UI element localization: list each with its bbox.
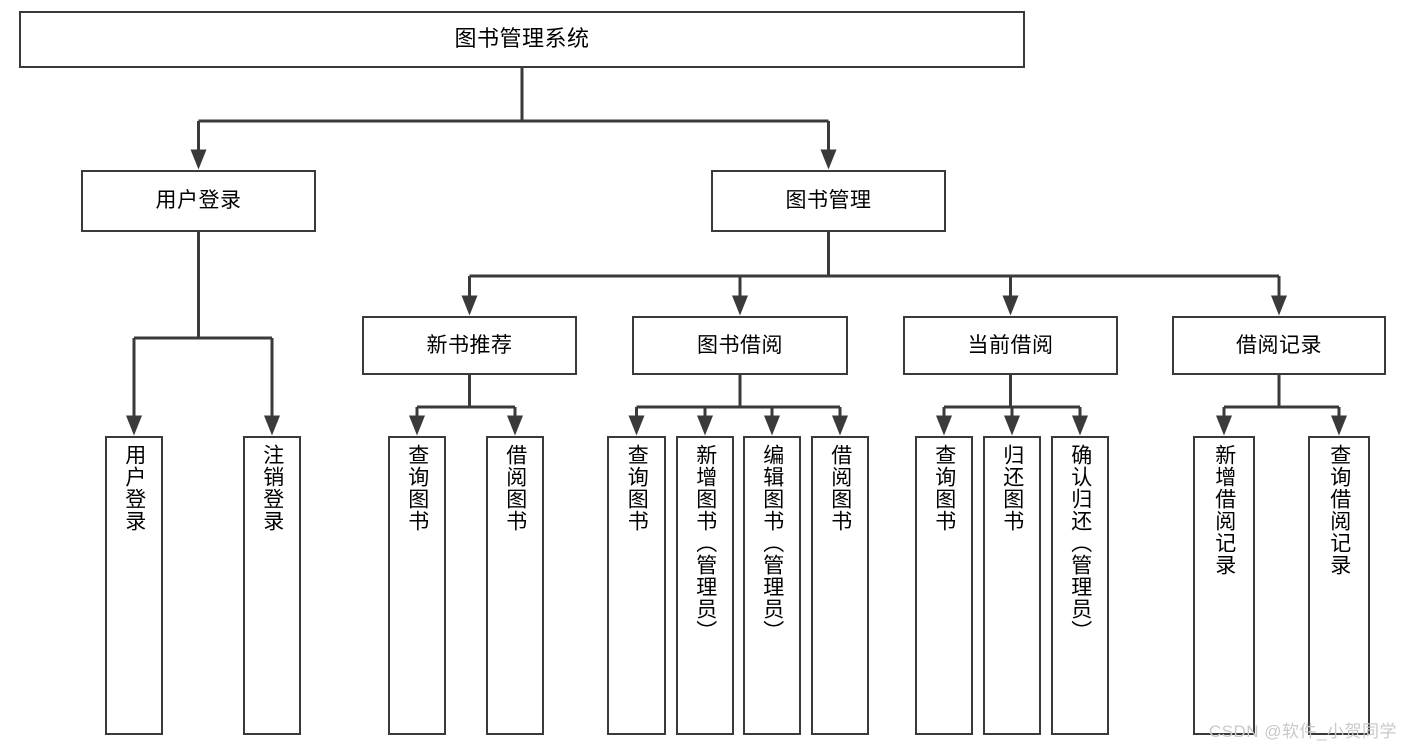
node-leaf-borrow-4[interactable]: 借阅图书 [811,436,869,735]
node-label: 用户登录 [122,444,146,532]
node-leaf-borrow-2[interactable]: 新增图书（管理员） [676,436,734,735]
arrowhead-icon [628,415,645,436]
node-label: 查询图书 [625,444,649,532]
node-leaf-login-1[interactable]: 用户登录 [105,436,163,735]
node-label: 图书管理 [785,189,872,213]
arrowhead-icon [1271,295,1287,316]
arrowhead-icon [264,415,280,436]
node-leaf-login-2[interactable]: 注销登录 [243,436,301,735]
arrowhead-icon [697,415,713,436]
node-root[interactable]: 图书管理系统 [19,11,1025,68]
arrowhead-icon [1331,415,1347,436]
node-label: 新书推荐 [426,333,513,357]
node-bookmgmt[interactable]: 图书管理 [711,170,946,232]
node-label: 新增图书（管理员） [693,444,717,642]
node-current[interactable]: 当前借阅 [903,316,1118,375]
node-label: 查询图书 [405,444,429,532]
node-leaf-rec-2[interactable]: 查询借阅记录 [1308,436,1370,735]
arrowhead-icon [936,415,952,436]
node-leaf-new-2[interactable]: 借阅图书 [486,436,544,735]
arrowhead-icon [507,415,523,436]
node-label: 图书借阅 [697,333,783,357]
arrowhead-icon [832,415,848,436]
node-label: 编辑图书（管理员） [760,444,784,642]
arrowhead-icon [190,149,207,170]
node-label: 借阅图书 [828,444,852,532]
arrowhead-icon [1216,415,1232,436]
arrowhead-icon [461,295,478,316]
node-leaf-borrow-1[interactable]: 查询图书 [607,436,666,735]
node-leaf-cur-2[interactable]: 归还图书 [983,436,1041,735]
node-leaf-borrow-3[interactable]: 编辑图书（管理员） [743,436,801,735]
node-leaf-cur-3[interactable]: 确认归还（管理员） [1051,436,1109,735]
node-label: 注销登录 [260,444,284,532]
arrowhead-icon [732,295,748,316]
node-records[interactable]: 借阅记录 [1172,316,1386,375]
arrowhead-icon [1004,415,1020,436]
arrowhead-icon [764,415,780,436]
node-label: 确认归还（管理员） [1068,444,1092,642]
node-newbook[interactable]: 新书推荐 [362,316,577,375]
node-label: 图书管理系统 [454,26,590,52]
node-label: 查询图书 [932,444,956,532]
node-label: 归还图书 [1000,444,1024,532]
node-leaf-cur-1[interactable]: 查询图书 [915,436,973,735]
node-label: 当前借阅 [967,333,1054,357]
node-label: 用户登录 [155,189,242,213]
arrowhead-icon [126,415,142,436]
watermark-label: CSDN @软件_小贺同学 [1208,722,1397,741]
arrowhead-icon [1072,415,1088,436]
arrowhead-icon [820,149,837,170]
arrowhead-icon [1002,295,1019,316]
node-label: 借阅记录 [1236,333,1322,357]
arrowhead-icon [409,415,425,436]
node-label: 新增借阅记录 [1212,444,1236,576]
node-login[interactable]: 用户登录 [81,170,316,232]
node-leaf-rec-1[interactable]: 新增借阅记录 [1193,436,1255,735]
node-label: 查询借阅记录 [1327,444,1351,576]
node-leaf-new-1[interactable]: 查询图书 [388,436,446,735]
node-label: 借阅图书 [503,444,527,532]
node-borrow[interactable]: 图书借阅 [632,316,848,375]
